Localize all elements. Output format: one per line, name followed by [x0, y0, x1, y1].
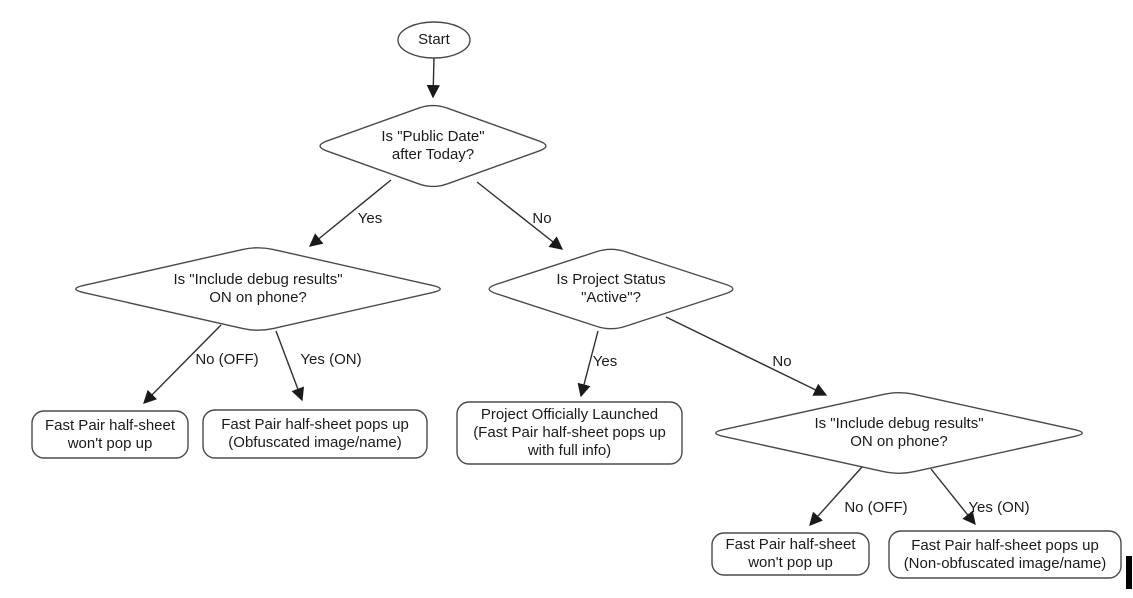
text-caret-artifact — [1126, 556, 1132, 589]
edge-public-date-yes — [308, 179, 392, 247]
edge-project-status-yes — [577, 330, 599, 398]
edge-project-status-no — [665, 316, 828, 396]
edge-debug-right-yes-on — [930, 468, 976, 526]
edge-public-date-no — [476, 181, 564, 250]
decision-debug-right-shape — [715, 392, 1083, 474]
edge-debug-left-no-off — [143, 324, 222, 404]
decision-debug-left-shape — [75, 247, 441, 331]
decision-public-date-shape — [319, 104, 547, 188]
edge-start-to-public-date — [426, 57, 440, 99]
result-no-popup-left-shape — [31, 410, 189, 459]
decision-project-status-shape — [488, 248, 734, 330]
result-no-popup-right-shape — [711, 532, 870, 576]
start-node-shape — [397, 21, 471, 59]
result-obfuscated-shape — [202, 409, 428, 459]
edge-debug-right-no-off — [809, 466, 863, 526]
result-non-obfuscated-shape — [888, 530, 1122, 579]
result-launched-shape — [456, 401, 683, 465]
edge-debug-left-yes-on — [275, 330, 305, 402]
